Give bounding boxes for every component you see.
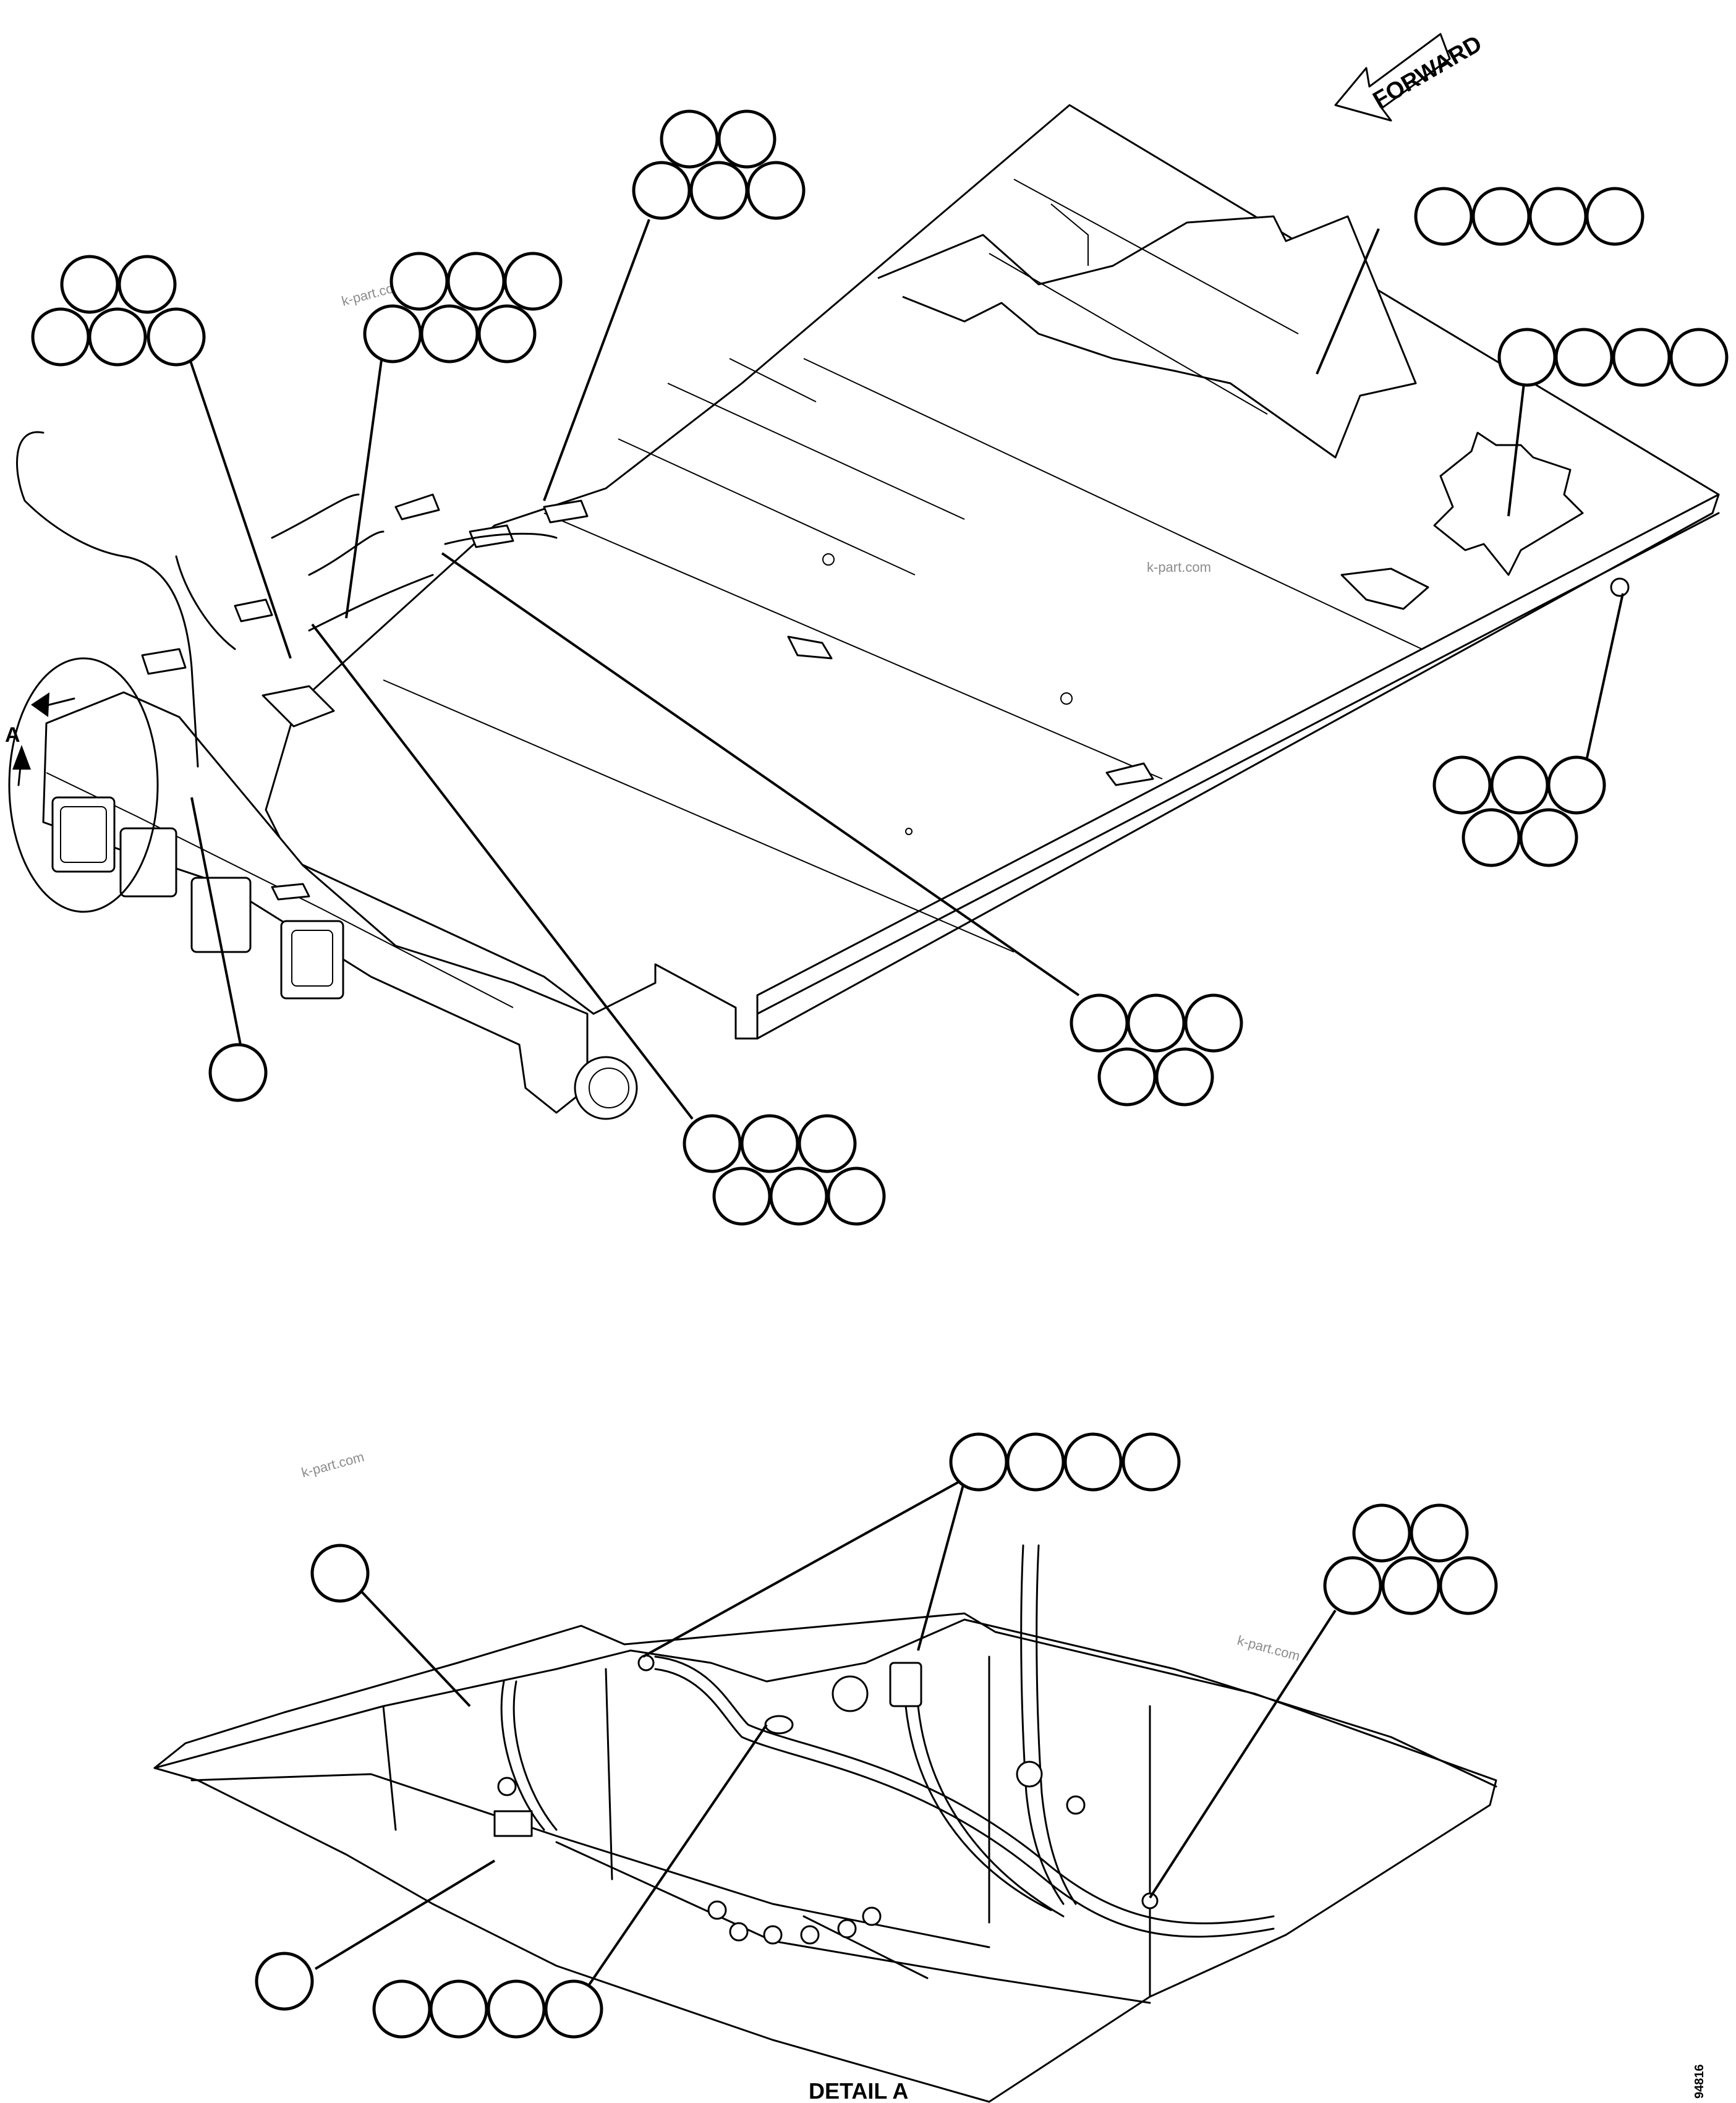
callout-bubble[interactable] bbox=[1585, 187, 1645, 246]
callout-bubble[interactable] bbox=[1439, 1556, 1498, 1615]
callout-bubble[interactable] bbox=[1414, 187, 1473, 246]
hose-left bbox=[500, 1680, 545, 1831]
drawing-number: 94816 bbox=[1693, 2064, 1706, 2099]
callout-bubble[interactable] bbox=[689, 161, 749, 220]
callout-bubble[interactable] bbox=[363, 304, 422, 363]
callout-group-detail-bottom[interactable] bbox=[372, 1979, 603, 2039]
wiring-harness bbox=[16, 431, 199, 768]
callout-bubble[interactable] bbox=[446, 252, 506, 311]
callout-bubble[interactable] bbox=[769, 1166, 828, 1226]
callout-bubble[interactable] bbox=[31, 307, 90, 367]
leader-lines bbox=[187, 219, 1624, 1989]
callout-bubble[interactable] bbox=[1432, 755, 1492, 815]
hitch-wheel bbox=[574, 1056, 638, 1120]
callout-bubble[interactable] bbox=[1554, 328, 1614, 387]
detail-a-view: DETAIL A bbox=[153, 1544, 1497, 2103]
right-rail bbox=[756, 493, 1720, 1040]
callout-group-detail-lower-left[interactable] bbox=[255, 1952, 314, 2011]
callout-bubble[interactable] bbox=[1490, 755, 1549, 815]
callout-bubble[interactable] bbox=[208, 1043, 268, 1102]
callout-bubbles bbox=[31, 109, 1729, 2039]
callout-bubble[interactable] bbox=[1381, 1556, 1440, 1615]
callout-bubble[interactable] bbox=[60, 255, 119, 314]
callout-group-bottom-center[interactable] bbox=[683, 1114, 886, 1226]
callout-bubble[interactable] bbox=[1612, 328, 1671, 387]
hose-main bbox=[654, 1655, 1275, 1924]
callout-bubble[interactable] bbox=[429, 1979, 488, 2039]
callout-bubble[interactable] bbox=[544, 1979, 603, 2039]
callout-bubble[interactable] bbox=[503, 252, 563, 311]
callout-bubble[interactable] bbox=[632, 161, 691, 220]
callout-bubble[interactable] bbox=[1063, 1432, 1123, 1492]
callout-bubble[interactable] bbox=[827, 1166, 886, 1226]
callout-bubble[interactable] bbox=[1528, 187, 1588, 246]
callout-bubble[interactable] bbox=[798, 1114, 857, 1173]
callout-bubble[interactable] bbox=[1184, 993, 1243, 1053]
callout-bubble[interactable] bbox=[1497, 328, 1557, 387]
callout-group-upper-top[interactable] bbox=[632, 109, 806, 220]
callout-bubble[interactable] bbox=[1155, 1047, 1214, 1107]
callout-bubble[interactable] bbox=[1121, 1432, 1181, 1492]
detail-marker-label: A bbox=[5, 723, 20, 747]
callout-bubble[interactable] bbox=[1126, 993, 1186, 1053]
callout-bubble[interactable] bbox=[1006, 1432, 1065, 1492]
callout-bubble[interactable] bbox=[1462, 808, 1521, 867]
callout-bubble[interactable] bbox=[420, 304, 479, 363]
callout-bubble[interactable] bbox=[712, 1166, 772, 1226]
watermark-4: k-part.com bbox=[1236, 1633, 1302, 1664]
callout-bubble[interactable] bbox=[117, 255, 177, 314]
callout-bubble[interactable] bbox=[740, 1114, 799, 1173]
callout-bubble[interactable] bbox=[1547, 755, 1606, 815]
callout-bubble[interactable] bbox=[477, 304, 537, 363]
callout-bubble[interactable] bbox=[88, 307, 147, 367]
callout-bubble[interactable] bbox=[1410, 1503, 1469, 1563]
callout-group-upper-mid[interactable] bbox=[363, 252, 563, 363]
callout-bubble[interactable] bbox=[255, 1952, 314, 2011]
watermark-2: k-part.com bbox=[1147, 559, 1211, 575]
callout-bubble[interactable] bbox=[1323, 1556, 1382, 1615]
callout-group-detail-left[interactable] bbox=[310, 1544, 370, 1603]
detail-frame bbox=[153, 1612, 1497, 2103]
callout-bubble[interactable] bbox=[147, 307, 206, 367]
callout-bubble[interactable] bbox=[683, 1114, 742, 1173]
callout-bubble[interactable] bbox=[372, 1979, 432, 2039]
callout-bubble[interactable] bbox=[1097, 1047, 1157, 1107]
truck-body-frame: A bbox=[5, 104, 1720, 1120]
callout-bubble[interactable] bbox=[310, 1544, 370, 1603]
right-cutaway bbox=[1433, 431, 1584, 576]
callout-group-right[interactable] bbox=[1497, 328, 1729, 387]
callout-group-right-lower[interactable] bbox=[1432, 755, 1606, 867]
nut-row bbox=[707, 1900, 882, 1945]
forward-arrow-icon: FORWARD bbox=[1334, 31, 1486, 122]
callout-group-upper-left[interactable] bbox=[31, 255, 206, 367]
callout-group-detail-top[interactable] bbox=[949, 1432, 1181, 1492]
detail-a-circle[interactable] bbox=[8, 657, 159, 913]
callout-bubble[interactable] bbox=[949, 1432, 1008, 1492]
callout-group-left-single[interactable] bbox=[208, 1043, 268, 1102]
callout-bubble[interactable] bbox=[1669, 328, 1729, 387]
callout-bubble[interactable] bbox=[1352, 1503, 1411, 1563]
front-cutaway bbox=[877, 215, 1417, 459]
callout-group-detail-right[interactable] bbox=[1323, 1503, 1498, 1615]
callout-bubble[interactable] bbox=[487, 1979, 546, 2039]
detail-caption: DETAIL A bbox=[809, 2078, 908, 2103]
hose-vertical bbox=[1020, 1544, 1065, 1905]
callout-bubble[interactable] bbox=[1519, 808, 1578, 867]
callout-bubble[interactable] bbox=[717, 109, 777, 169]
callout-bubble[interactable] bbox=[660, 109, 719, 169]
callout-bubble[interactable] bbox=[389, 252, 449, 311]
callout-group-upper-right[interactable] bbox=[1414, 187, 1645, 246]
callout-bubble[interactable] bbox=[1471, 187, 1531, 246]
callout-bubble[interactable] bbox=[746, 161, 806, 220]
callout-group-center-lower[interactable] bbox=[1070, 993, 1243, 1107]
callout-bubble[interactable] bbox=[1070, 993, 1129, 1053]
watermark-3: k-part.com bbox=[300, 1449, 366, 1481]
